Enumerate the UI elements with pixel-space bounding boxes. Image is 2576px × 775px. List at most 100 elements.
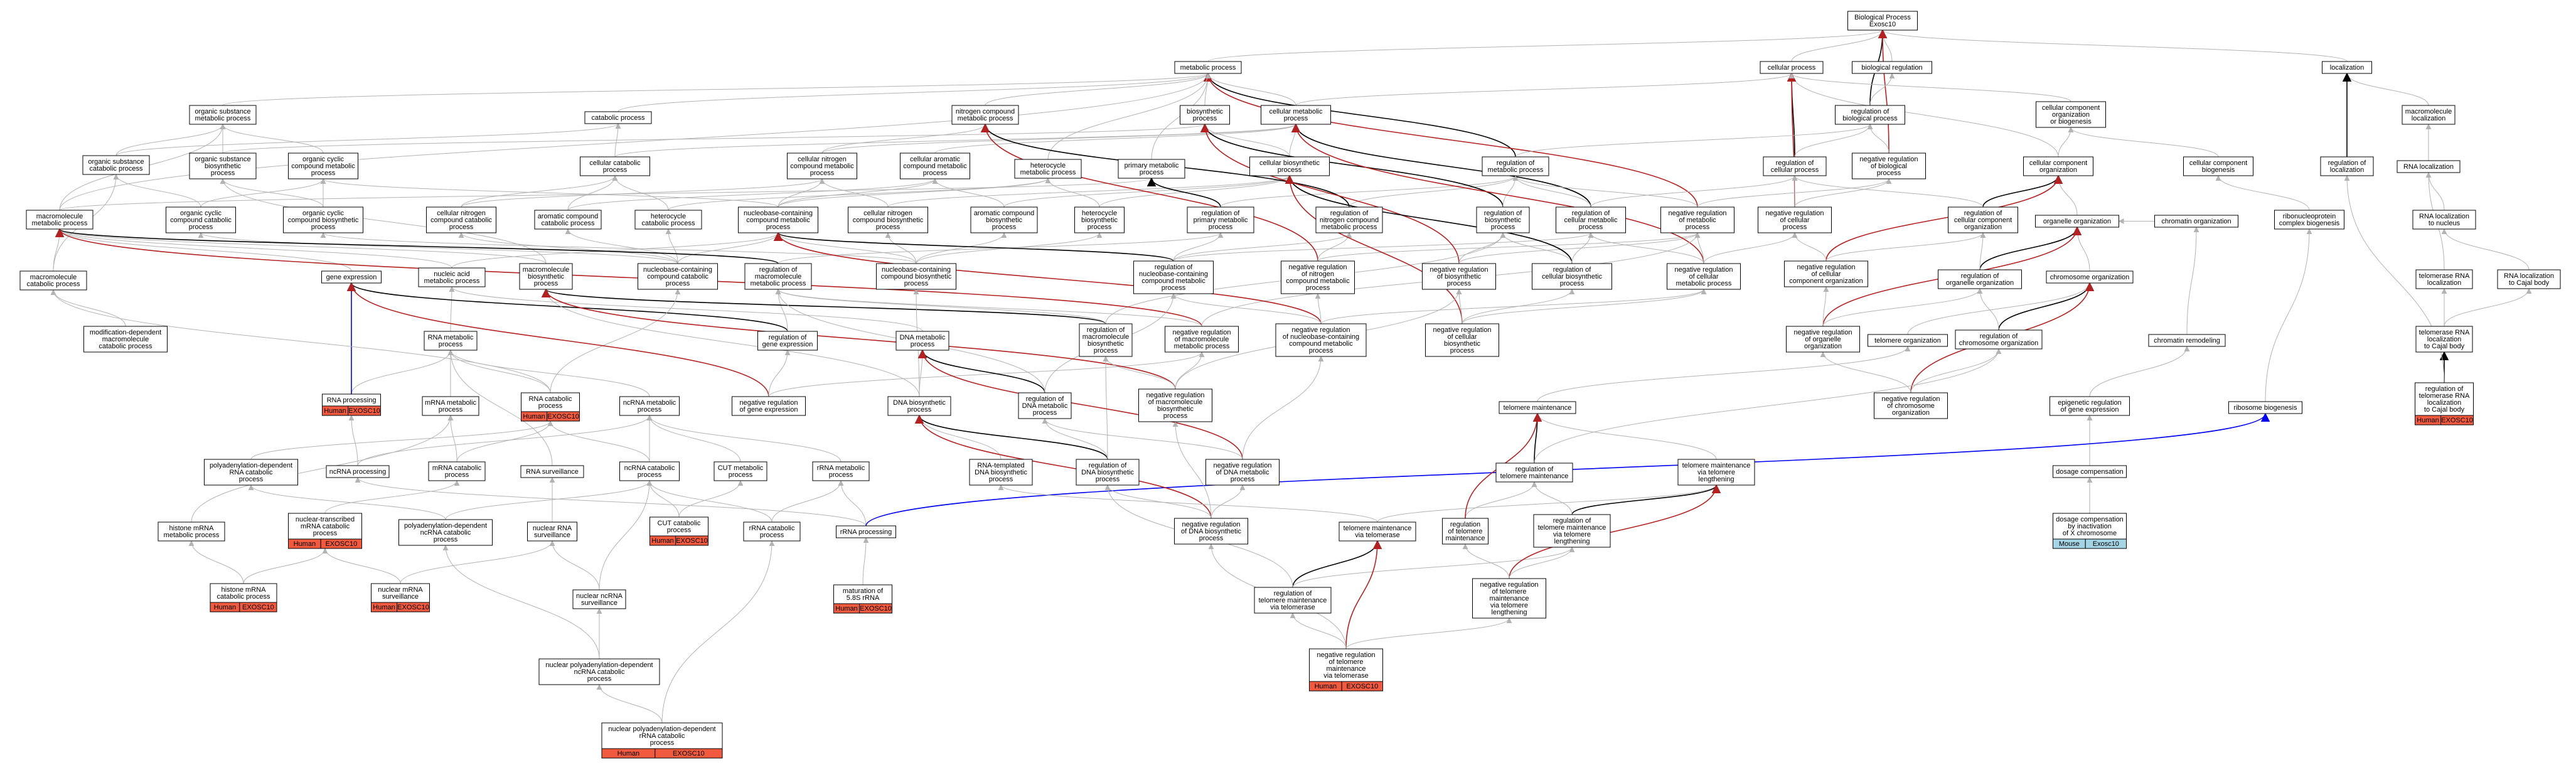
go-term-node[interactable]: biological regulation: [1852, 61, 1932, 74]
go-term-node[interactable]: localization: [2322, 61, 2372, 74]
go-term-node[interactable]: regulation ofnucleobase-containingcompou…: [1133, 260, 1214, 294]
go-term-node[interactable]: dosage compensation: [2053, 465, 2127, 478]
go-term-node[interactable]: regulation ofmacromoleculebiosyntheticpr…: [1079, 323, 1133, 357]
go-term-node[interactable]: modification-dependentmacromoleculecatab…: [83, 326, 168, 353]
go-term-node[interactable]: chromosome organization: [2046, 270, 2134, 284]
go-term-node[interactable]: metabolic process: [1174, 61, 1242, 74]
go-term-node[interactable]: ribosome biogenesis: [2228, 401, 2302, 414]
go-term-node[interactable]: cellular process: [1760, 61, 1824, 74]
go-term-node[interactable]: rRNA processing: [836, 525, 896, 538]
go-term-node[interactable]: organelle organization: [2035, 215, 2119, 228]
go-term-node[interactable]: telomere maintenance: [1499, 401, 1576, 414]
go-term-node[interactable]: chromatin organization: [2154, 215, 2238, 228]
